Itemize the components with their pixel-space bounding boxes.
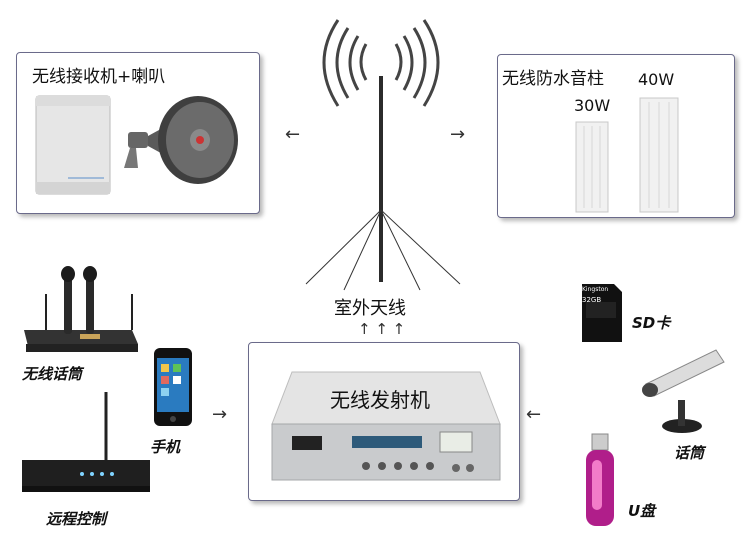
microphone-image	[642, 349, 725, 433]
arrow-left-inputs: →	[212, 404, 228, 425]
receiver-box-title: 无线接收机+喇叭	[32, 67, 166, 87]
arrow-to-receiver: ←	[285, 124, 301, 145]
phone-image	[154, 348, 192, 426]
antenna-image	[305, 19, 461, 291]
usb-drive-image	[586, 433, 614, 526]
column-speaker-30w-image	[575, 121, 609, 213]
sd-card-size: 32GB	[582, 296, 602, 304]
arrow-to-columns: →	[450, 124, 466, 145]
arrow-right-inputs: ←	[526, 404, 542, 425]
sd-card-brand: Kingston	[582, 286, 609, 293]
column-speaker-40w-image	[639, 97, 679, 213]
column-box-title: 无线防水音柱	[502, 69, 604, 89]
column-speaker-box	[497, 54, 735, 218]
microphone-label: 话筒	[674, 444, 705, 462]
antenna-up-arrows: ↑ ↑ ↑	[358, 320, 406, 338]
antenna-label: 室外天线	[334, 298, 406, 319]
power-label-40w: 40W	[638, 70, 675, 89]
sd-card-image	[582, 284, 622, 342]
wireless-mic-receiver-image	[24, 266, 138, 352]
remote-control-label: 远程控制	[46, 510, 107, 528]
wireless-mic-label: 无线话筒	[22, 365, 83, 383]
power-label-30w: 30W	[574, 96, 611, 115]
usb-drive-label: U盘	[628, 502, 656, 520]
phone-label: 手机	[150, 438, 181, 456]
sd-card-label: SD卡	[632, 314, 671, 332]
horn-speaker-image	[124, 96, 238, 184]
transmitter-title: 无线发射机	[330, 388, 430, 412]
transmitter-rack-image	[271, 371, 501, 481]
remote-control-image	[22, 392, 150, 492]
receiver-cabinet-image	[35, 95, 111, 195]
